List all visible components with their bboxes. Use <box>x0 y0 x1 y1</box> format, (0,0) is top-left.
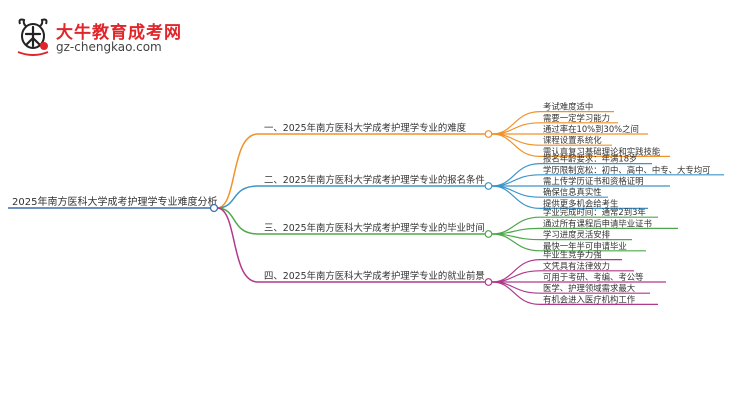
brand-logo[interactable]: 大牛教育成考网 gz-chengkao.com <box>14 14 254 58</box>
bull-logo-icon <box>17 18 49 56</box>
root-node-label: 2025年南方医科大学成考护理学专业难度分析 <box>12 195 217 208</box>
branch-4-dot <box>484 278 493 286</box>
branch-1-leaf-4-link <box>491 133 541 146</box>
branch-1-label: 一、2025年南方医科大学成考护理学专业的难度 <box>264 122 466 134</box>
branch-3-label: 三、2025年南方医科大学成考护理学专业的毕业时间 <box>264 222 485 234</box>
branch-2-leaf-5-link <box>491 185 541 209</box>
branch-4-leaf-2: 文凭具有法律效力 <box>543 261 610 271</box>
branch-2-label: 二、2025年南方医科大学成考护理学专业的报名条件 <box>264 174 485 186</box>
branch-2-leaf-2-link <box>491 174 541 187</box>
branch-1-leaf-2-link <box>491 122 541 135</box>
branch-3-leaf-4: 最快一年半可申请毕业 <box>543 241 627 251</box>
brand-name: 大牛教育成考网 <box>56 23 182 43</box>
branch-2-leaf-1: 报名年龄要求：年满18岁 <box>543 154 637 164</box>
branch-3-leaf-1: 学业完成时间：通常2到3年 <box>543 207 646 217</box>
branch-2-leaf-3: 需上传学历证书和资格证明 <box>543 176 644 186</box>
branch-2-dot <box>484 182 493 190</box>
branch-2-link <box>216 185 259 209</box>
branch-4-label: 四、2025年南方医科大学成考护理学专业的就业前景 <box>264 270 485 282</box>
branch-1-leaf-1: 考试难度适中 <box>543 102 593 112</box>
branch-4-link <box>216 207 259 283</box>
branch-4-leaf-4: 医学、护理领域需求最大 <box>543 283 636 293</box>
branch-2-leaf-2: 学历限制宽松：初中、高中、中专、大专均可 <box>543 165 711 175</box>
branch-3-leaf-2: 通过所有课程后申请毕业证书 <box>543 218 652 228</box>
branch-1-link <box>216 133 259 209</box>
mind-map-nodes: 2025年南方医科大学成考护理学专业难度分析 一、2025年南方医科大学成考护理学… <box>8 102 711 304</box>
branch-1-dot <box>484 130 493 138</box>
branch-4-leaf-5: 有机会进入医疗机构工作 <box>543 294 636 304</box>
branch-2-leaf-4: 确保信息真实性 <box>543 187 602 197</box>
branch-3-leaf-2-link <box>491 227 541 235</box>
branch-1-leaf-5-link <box>491 133 541 157</box>
brand-url: gz-chengkao.com <box>56 40 162 54</box>
branch-4-leaf-4-link <box>491 281 541 294</box>
mind-map-links <box>216 110 724 305</box>
branch-3-link <box>216 207 259 235</box>
branch-3-dot <box>484 230 493 238</box>
branch-4-leaf-3: 可用于考研、考编、考公等 <box>543 272 644 282</box>
branch-3-leaf-3: 学习进度灵活安排 <box>543 230 611 240</box>
branch-1-leaf-3: 通过率在10%到30%之间 <box>543 124 639 134</box>
branch-1-leaf-5: 需认真复习基础理论和实践技能 <box>543 146 661 156</box>
branch-4-leaf-1: 毕业生竞争力强 <box>543 250 602 260</box>
branch-4-leaf-2-link <box>491 270 541 283</box>
branch-2-leaf-5: 提供更多机会给考生 <box>543 198 618 208</box>
branch-4-leaf-5-link <box>491 281 541 305</box>
branch-1-leaf-2: 需要一定学习能力 <box>543 113 610 123</box>
branch-1-leaf-4: 课程设置系统化 <box>543 135 602 145</box>
branch-2-leaf-4-link <box>491 185 541 198</box>
root-node-dot <box>209 203 219 213</box>
branch-3-leaf-4-link <box>491 233 541 252</box>
